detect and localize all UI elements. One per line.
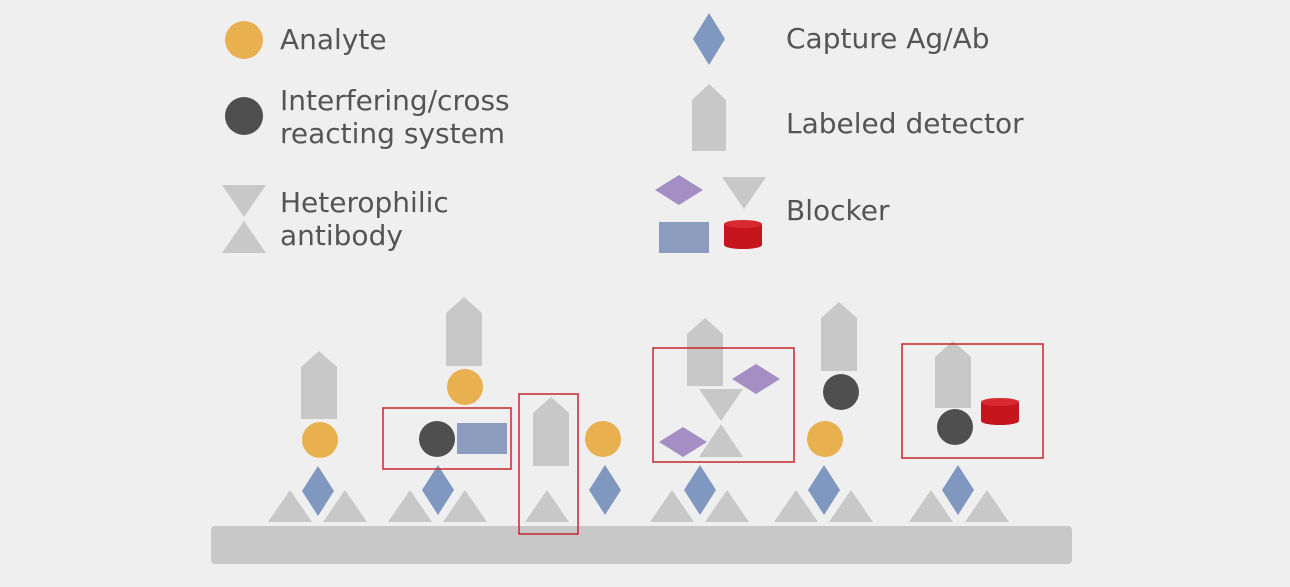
legend-label-interfering-line2: reacting system	[280, 117, 506, 150]
heterophilic-bottom	[699, 424, 743, 457]
legend-detector-icon	[692, 84, 726, 151]
capture-diamond	[302, 466, 334, 516]
solid-phase-surface	[211, 526, 1072, 564]
legend-label-heterophilic-line1: Heterophilic	[280, 186, 449, 219]
analyte-circle	[447, 369, 483, 405]
legend-blocker-icons	[655, 175, 766, 253]
blocker-cylinder-icon	[724, 220, 762, 249]
legend-label-blocker: Blocker	[786, 194, 890, 227]
legend	[222, 13, 766, 253]
highlight-box	[901, 343, 1044, 459]
capture-diamond	[942, 465, 974, 515]
analyte-circle	[807, 421, 843, 457]
legend-label-capture: Capture Ag/Ab	[786, 22, 990, 55]
blocker-rect	[457, 423, 507, 454]
legend-label-analyte: Analyte	[280, 23, 387, 56]
analyte-circle	[585, 421, 621, 457]
detector	[687, 318, 723, 386]
assay-group-1	[268, 351, 367, 522]
assay-group-2	[382, 297, 512, 522]
assay-group-5	[774, 302, 873, 522]
legend-label-detector: Labeled detector	[786, 107, 1024, 140]
heterophilic-top	[699, 389, 743, 421]
detector	[533, 397, 569, 466]
assay-group-4	[650, 318, 795, 522]
detector	[821, 302, 857, 371]
interfering-circle	[823, 374, 859, 410]
interfering-circle	[419, 421, 455, 457]
blocker-diamond-icon	[655, 175, 703, 205]
legend-label-interfering-line1: Interfering/cross	[280, 84, 510, 117]
legend-label-heterophilic-line2: antibody	[280, 219, 403, 252]
detector	[935, 341, 971, 408]
analyte-circle	[302, 422, 338, 458]
blocker-diamond	[659, 427, 707, 457]
highlight-box	[518, 393, 579, 535]
blocker-diamond	[732, 364, 780, 394]
highlight-box	[382, 407, 512, 470]
capture-diamond	[589, 465, 621, 515]
legend-interfering-icon	[225, 97, 263, 135]
interfering-circle	[937, 409, 973, 445]
assay-group-6	[901, 341, 1044, 522]
detector	[446, 297, 482, 366]
capture-diamond	[684, 465, 716, 515]
legend-analyte-icon	[225, 21, 263, 59]
legend-heterophilic-antibody-icon	[222, 185, 266, 253]
detector	[301, 351, 337, 419]
capture-diamond	[422, 465, 454, 515]
blocker-triangle-icon	[722, 177, 766, 209]
capture-diamond	[808, 465, 840, 515]
legend-capture-diamond-icon	[693, 13, 725, 65]
highlight-box	[652, 347, 795, 463]
blocker-rect-icon	[659, 222, 709, 253]
blocker-cylinder	[981, 398, 1019, 425]
assay-group-3	[518, 393, 621, 535]
